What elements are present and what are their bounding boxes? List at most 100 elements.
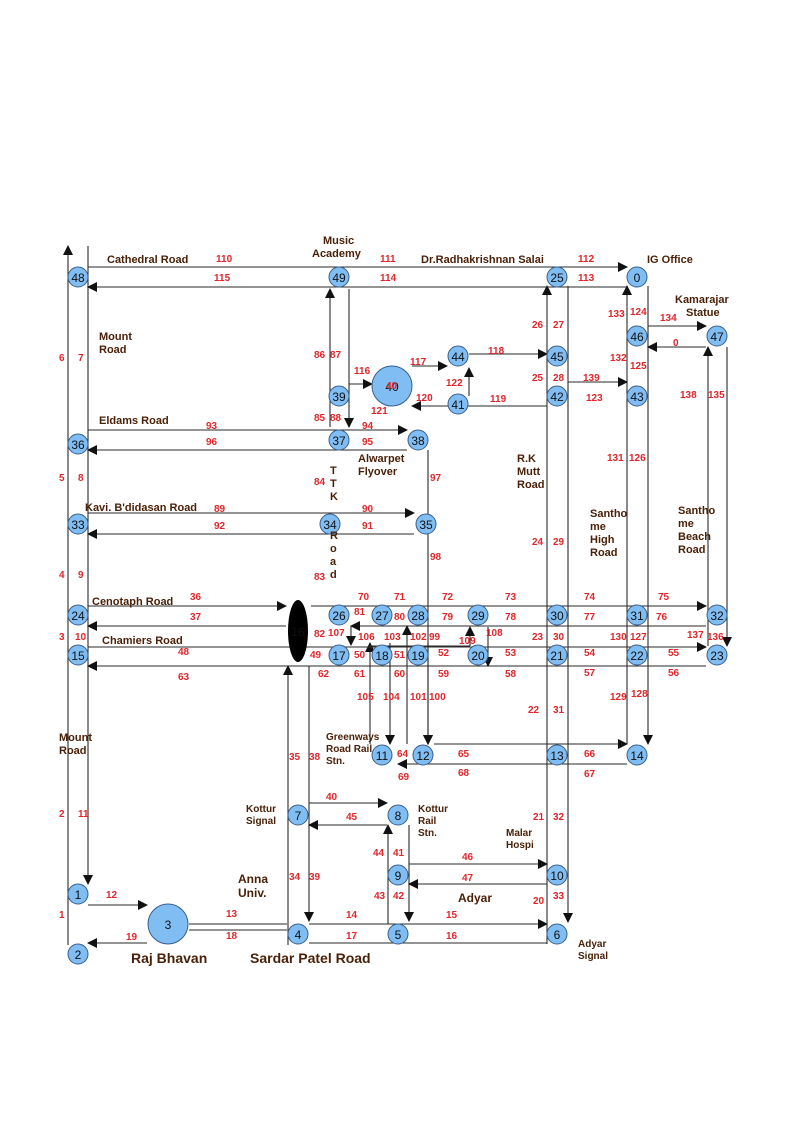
edge-label: 84 bbox=[314, 477, 326, 488]
edge-label: 15 bbox=[446, 910, 458, 921]
place-label: Road bbox=[590, 547, 618, 559]
place-label: High bbox=[590, 534, 615, 546]
junction-marker bbox=[387, 923, 409, 945]
edge-label: 78 bbox=[505, 612, 517, 623]
edge-label: 75 bbox=[658, 592, 670, 603]
place-label: Kamarajar bbox=[675, 294, 730, 306]
edge-label: 42 bbox=[393, 891, 405, 902]
edge-label: 64 bbox=[397, 749, 409, 760]
junction-marker bbox=[371, 365, 413, 407]
junction-marker bbox=[67, 433, 89, 455]
node-id-label: 33 bbox=[71, 518, 85, 532]
edge-label: 60 bbox=[394, 669, 406, 680]
junction-marker bbox=[546, 644, 568, 666]
junction-node: 44 bbox=[447, 345, 469, 367]
junction-node: 30 bbox=[546, 604, 568, 626]
junction-marker bbox=[287, 804, 309, 826]
junction-marker bbox=[467, 604, 489, 626]
edge-label: 35 bbox=[289, 752, 301, 763]
node-id-label: 12 bbox=[416, 749, 430, 763]
place-label: Road bbox=[59, 745, 87, 757]
edge-label: 77 bbox=[584, 612, 596, 623]
junction-marker bbox=[706, 604, 728, 626]
place-label: Stn. bbox=[418, 828, 437, 839]
edge-label: 24 bbox=[532, 537, 544, 548]
edge-label: 4 bbox=[59, 570, 65, 581]
node-id-label: 42 bbox=[550, 390, 564, 404]
edge-label: 12 bbox=[106, 890, 118, 901]
place-label: K bbox=[330, 491, 338, 503]
edge-label: 124 bbox=[630, 307, 647, 318]
edge-label: 50 bbox=[354, 650, 366, 661]
junction-marker bbox=[387, 864, 409, 886]
junction-node: 1 bbox=[67, 883, 89, 905]
edge-label: 36 bbox=[190, 592, 202, 603]
junction-node: 2 bbox=[67, 943, 89, 965]
junction-marker bbox=[371, 644, 393, 666]
junction-node: 21 bbox=[546, 644, 568, 666]
edge-label: 67 bbox=[584, 769, 596, 780]
edge-label: 39 bbox=[309, 872, 321, 883]
edge-label: 33 bbox=[553, 891, 565, 902]
junction-marker bbox=[407, 644, 429, 666]
node-id-label: 9 bbox=[395, 869, 402, 883]
edge-label: 127 bbox=[630, 632, 647, 643]
junction-node: 7 bbox=[287, 804, 309, 826]
edge-label: 0 bbox=[673, 338, 679, 349]
junction-marker bbox=[328, 266, 350, 288]
edge-label: 29 bbox=[553, 537, 565, 548]
node-id-label: 35 bbox=[419, 518, 433, 532]
node-id-label: 5 bbox=[395, 928, 402, 942]
node-id-label: 49 bbox=[332, 271, 346, 285]
place-label: Sardar Patel Road bbox=[250, 950, 371, 966]
node-id-label: 21 bbox=[550, 649, 564, 663]
junction-marker bbox=[407, 429, 429, 451]
junction-node: 22 bbox=[626, 644, 648, 666]
edge-label: 131 bbox=[607, 453, 624, 464]
place-label: Flyover bbox=[358, 466, 398, 478]
place-label: Statue bbox=[686, 307, 720, 319]
edge-label: 130 bbox=[610, 632, 627, 643]
node-id-label: 29 bbox=[471, 609, 485, 623]
edge-label: 139 bbox=[583, 373, 600, 384]
place-label: IG Office bbox=[647, 254, 693, 266]
junction-node: 26 bbox=[328, 604, 350, 626]
junction-node: 8 bbox=[387, 804, 409, 826]
junction-marker bbox=[467, 644, 489, 666]
node-id-label: 24 bbox=[71, 609, 85, 623]
edge-label: 138 bbox=[680, 390, 697, 401]
place-label: Cenotaph Road bbox=[92, 596, 173, 608]
place-label: Road bbox=[517, 479, 545, 491]
edge-label: 87 bbox=[330, 350, 342, 361]
edge-label: 55 bbox=[668, 648, 680, 659]
junction-node: 3 bbox=[147, 903, 189, 945]
place-label: Kottur bbox=[246, 804, 276, 815]
edge-label: 69 bbox=[398, 772, 410, 783]
junction-marker bbox=[546, 923, 568, 945]
junction-marker bbox=[546, 266, 568, 288]
junction-marker bbox=[626, 325, 648, 347]
node-id-label: 41 bbox=[451, 398, 465, 412]
junction-node: 47 bbox=[706, 325, 728, 347]
node-id-label: 23 bbox=[710, 649, 724, 663]
junction-node: 38 bbox=[407, 429, 429, 451]
node-id-label: 37 bbox=[332, 434, 346, 448]
place-label: Adyar bbox=[578, 939, 606, 950]
junction-node: 24 bbox=[67, 604, 89, 626]
junction-node: 13 bbox=[546, 744, 568, 766]
edge-label: 11 bbox=[78, 809, 89, 820]
node-id-label: 2 bbox=[75, 948, 82, 962]
junction-marker bbox=[371, 604, 393, 626]
place-label: T bbox=[330, 465, 337, 477]
junction-marker bbox=[288, 600, 308, 662]
junction-node: 29 bbox=[467, 604, 489, 626]
edge-label: 110 bbox=[216, 254, 233, 265]
place-label: Adyar bbox=[458, 891, 492, 905]
junction-marker bbox=[287, 923, 309, 945]
place-label: Univ. bbox=[238, 886, 266, 900]
node-id-label: 7 bbox=[295, 809, 302, 823]
junction-node: 25 bbox=[546, 266, 568, 288]
place-label: me bbox=[590, 521, 606, 533]
place-label: Stn. bbox=[326, 756, 345, 767]
place-label: Road bbox=[678, 544, 706, 556]
